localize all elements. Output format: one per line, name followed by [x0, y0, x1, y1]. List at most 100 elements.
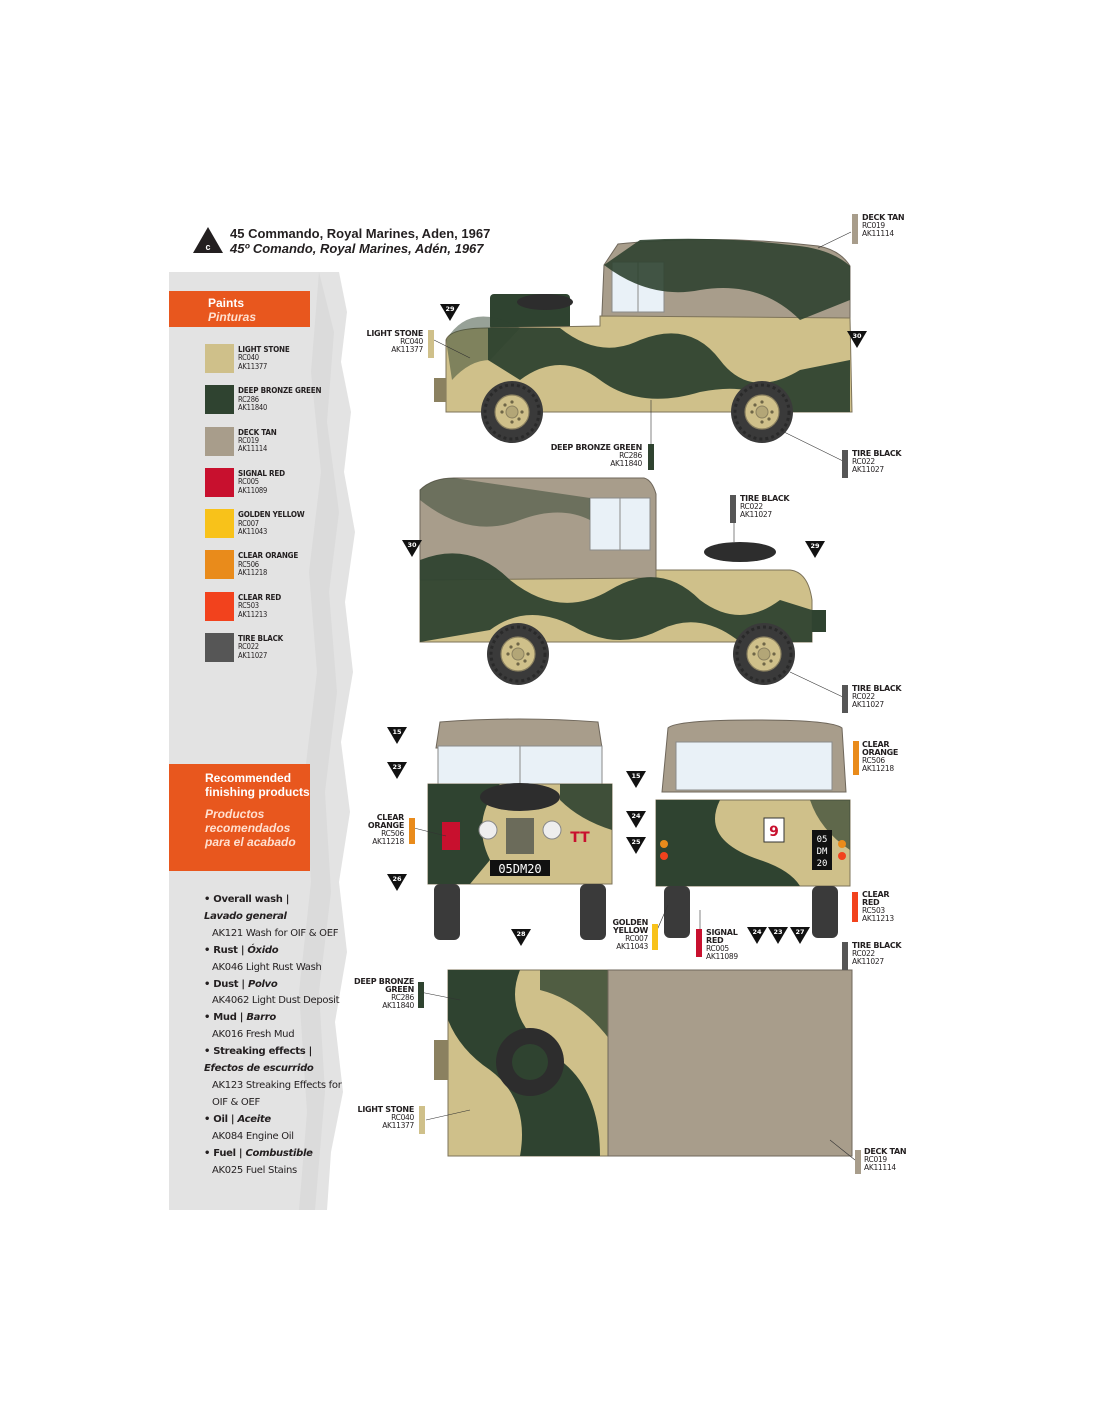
- finishing-header-en: Recommended finishing products: [205, 771, 310, 799]
- paint-ak-code: AK11218: [238, 568, 268, 578]
- finishing-name-es: Polvo: [247, 978, 278, 990]
- finishing-header-es: Productos recomendados para el acabado: [205, 807, 296, 849]
- paint-ak-code: AK11377: [238, 361, 268, 371]
- finishing-name-es: Efectos de escurrido: [204, 1063, 314, 1075]
- paints-header-en: Paints: [208, 296, 245, 310]
- finishing-name-en: Streaking effects: [213, 1046, 306, 1058]
- rear-plate-line: 20: [817, 859, 828, 869]
- marker-23: 23: [768, 927, 788, 944]
- paint-name: CLEAR RED: [238, 592, 282, 602]
- paint-swatch: [205, 591, 234, 621]
- paint-text: TIRE BLACK RC022 AK11027: [238, 634, 284, 660]
- paint-text: GOLDEN YELLOW RC007 AK11043: [238, 510, 305, 536]
- finishing-product: AK084 Engine Oil: [212, 1130, 294, 1142]
- finishing-product: AK121 Wash for OIF & OEF: [212, 927, 339, 939]
- callout-swatch-deep-bronze-green: [418, 982, 424, 1008]
- marker-29: 29: [440, 304, 460, 321]
- rear-plate-line: DM: [817, 847, 828, 857]
- callout-swatch-clear-orange: [409, 818, 415, 844]
- paint-text: DECK TAN RC019 AK11114: [238, 427, 277, 454]
- marker-30: 30: [402, 540, 422, 557]
- callout-swatch-light-stone: [428, 330, 434, 358]
- finishing-name-es: Lavado general: [204, 910, 287, 922]
- front-view: 05DM20 TT: [427, 718, 613, 940]
- title-english: 45 Commando, Royal Marines, Aden, 1967: [230, 226, 491, 241]
- paint-swatch: [205, 633, 234, 663]
- finishing-name-en: Mud: [213, 1012, 237, 1024]
- paint-name: DECK TAN: [238, 427, 277, 437]
- paint-text: SIGNAL RED RC005 AK11089: [238, 469, 285, 495]
- front-plate-text: 05DM20: [498, 862, 541, 876]
- marker-24: 24: [747, 927, 767, 944]
- finishing-name-en: Rust: [213, 944, 238, 956]
- paint-name: LIGHT STONE: [238, 345, 290, 354]
- finishing-name-en: Overall wash: [213, 894, 283, 905]
- tt-marking: TT: [570, 830, 590, 846]
- paint-swatch: [205, 509, 234, 539]
- paint-rc-code: RC040: [238, 353, 259, 363]
- paint-item: SIGNAL RED RC005 AK11089: [205, 467, 335, 509]
- title-spanish: 45º Comando, Royal Marines, Adén, 1967: [230, 241, 484, 256]
- finishing-product: AK025 Fuel Stains: [212, 1164, 297, 1176]
- paint-ak-code: AK11114: [238, 444, 268, 454]
- paint-text: CLEAR RED RC503 AK11213: [238, 592, 282, 619]
- paint-item: TIRE BLACK RC022 AK11027: [205, 633, 335, 674]
- callout-swatch-clear-orange: [853, 741, 859, 775]
- finishing-name-es: Aceite: [237, 1113, 271, 1125]
- svg-text:15: 15: [392, 728, 402, 736]
- finishing-name-es: Barro: [246, 1012, 276, 1024]
- paint-list: LIGHT STONE RC040 AK11377 DEEP BRONZE GR…: [205, 344, 335, 674]
- svg-text:23: 23: [392, 763, 401, 771]
- marker-24: 24: [626, 811, 646, 828]
- paint-name: TIRE BLACK: [238, 634, 284, 644]
- paint-rc-code: RC022: [238, 642, 259, 652]
- paint-ak-code: AK11027: [238, 650, 268, 660]
- svg-text:25: 25: [631, 838, 641, 846]
- paint-swatch: [205, 385, 234, 415]
- svg-text:30: 30: [852, 332, 862, 340]
- svg-text:28: 28: [516, 930, 526, 938]
- callout-swatch-golden-yellow: [652, 924, 658, 950]
- finishing-product: AK046 Light Rust Wash: [212, 961, 322, 973]
- paint-swatch: [205, 467, 234, 497]
- finishing-item: • Mud | Barro AK016 Fresh Mud: [204, 1010, 344, 1044]
- paint-swatch: [205, 344, 234, 373]
- paint-text: DEEP BRONZE GREEN RC286 AK11840: [238, 386, 322, 412]
- number-markers: 29 30 30 29 15 23 26 28 15 24 25 24 23 2…: [387, 304, 867, 946]
- rear-view: 9 05 DM 20: [655, 719, 851, 938]
- svg-text:27: 27: [795, 928, 804, 936]
- paint-item: DECK TAN RC019 AK11114: [205, 426, 335, 468]
- svg-text:24: 24: [752, 928, 762, 936]
- finishing-item: • Dust | Polvo AK4062 Light Dust Deposit: [204, 977, 344, 1011]
- finishing-product: AK123 Streaking Effects for OIF & OEF: [212, 1079, 342, 1108]
- svg-text:30: 30: [407, 541, 417, 549]
- callout-swatch-tire-black: [842, 450, 848, 478]
- callout-swatch-tire-black: [842, 942, 848, 970]
- paint-rc-code: RC286: [238, 394, 259, 404]
- finishing-list: • Overall wash | Lavado general AK121 Wa…: [204, 892, 344, 1179]
- finishing-name-es: Combustible: [245, 1147, 313, 1159]
- svg-text:24: 24: [631, 812, 641, 820]
- marker-29: 29: [805, 541, 825, 558]
- finishing-name-en: Fuel: [213, 1147, 236, 1159]
- paint-swatch: [205, 426, 234, 456]
- rear-plate-line: 05: [817, 835, 828, 845]
- paint-ak-code: AK11089: [238, 485, 268, 495]
- callout-swatch-clear-red: [852, 892, 858, 922]
- triangle-marker-icon: c: [193, 227, 223, 253]
- title-block: c 45 Commando, Royal Marines, Aden, 1967…: [192, 224, 532, 260]
- callout-swatch-tire-black: [730, 495, 736, 523]
- finishing-name-en: Dust: [213, 978, 239, 990]
